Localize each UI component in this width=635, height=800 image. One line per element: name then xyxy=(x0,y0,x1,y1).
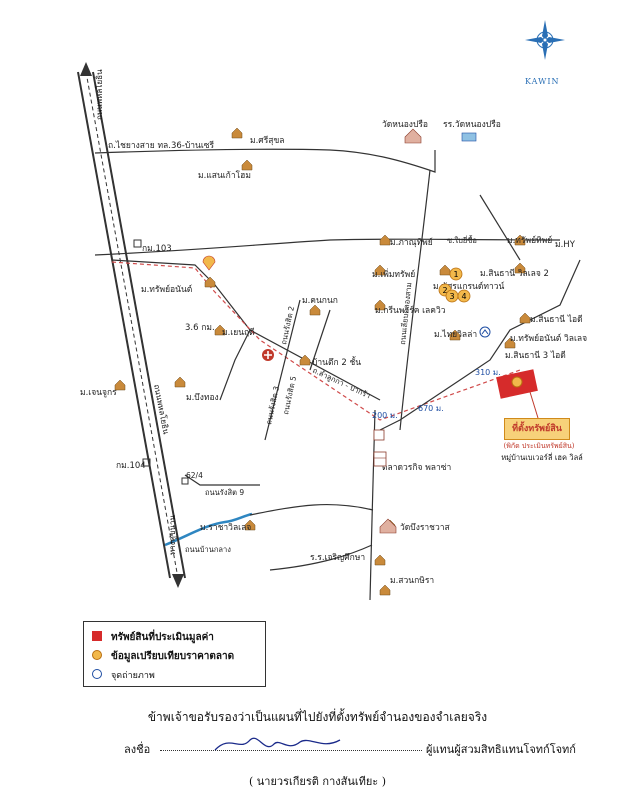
label-m-suan-kaset: ม.สวนกษิรา xyxy=(390,576,434,586)
distance-200: 200 ม. xyxy=(372,411,398,420)
label-m-sinthani-3: ม.สินธานี 3 ไอดี xyxy=(505,350,566,361)
subject-pointer xyxy=(529,391,539,419)
signer-name: ( นายวรเกียรติ กางสันเทียะ ) xyxy=(248,775,387,788)
rangsit-9-label: ถนนรังสิต 9 xyxy=(205,488,244,497)
comparable-3: 3 xyxy=(449,292,454,301)
sign-role: ผู้แทนผู้สวมสิทธิแทนโจทก์โจทก์ xyxy=(426,743,576,756)
label-m-thai-villa: ม.ไทยวิลล่า xyxy=(434,329,477,340)
certification-statement: ข้าพเจ้าขอรับรองว่าเป็นแผนที่ไปยังที่ตั้… xyxy=(147,710,488,724)
distance-670: 670 ม. xyxy=(418,404,444,413)
comparable-4: 4 xyxy=(461,292,466,301)
school-icon xyxy=(461,132,477,142)
sign-dots xyxy=(160,750,422,751)
label-m-sap-thanon: ม.ทรัพย์อนันต์ xyxy=(141,284,192,295)
km103-marker xyxy=(133,239,142,248)
label-market: ตลาดวรกิจ พลาซ่า xyxy=(382,463,451,473)
comparable-2: 2 xyxy=(442,286,447,295)
label-m-chanchao: ม.เจนจูกร xyxy=(80,388,117,398)
km104-label: กม.104 xyxy=(116,461,146,471)
km-36-label: 3.6 กม. xyxy=(185,323,215,333)
comparable-circle-icon xyxy=(92,650,102,660)
label-wat-nong-pruea: วัดหนองปรือ xyxy=(382,119,428,130)
label-m-kanok: ม.คนกนก xyxy=(302,296,338,306)
lam-luk-ka-label: ถ.ลำลูกกา - ปากร้า xyxy=(311,366,372,401)
km104-marker xyxy=(142,458,151,467)
label-m-saen-kham: ม.แสนเก้าโฮม xyxy=(198,170,251,181)
map-legend: ทรัพย์สินที่ประเมินมูลค่า ข้อมูลเปรียบเท… xyxy=(83,621,266,687)
label-school-roeng: ร.ร.เจริญศึกษา xyxy=(310,553,365,563)
rangsit-5-label: ถนนรังสิต 5 xyxy=(281,375,298,415)
ban-klang-label: ถนนบ้านกลาง xyxy=(185,545,231,554)
label-m-hy: ม.HY xyxy=(555,240,576,250)
photo-point-icon xyxy=(479,326,491,338)
building-icon xyxy=(373,429,385,441)
label-wat-bung: วัดบึงราชวาส xyxy=(400,523,450,533)
road-chai-ngam-label: ถ.ไชยางสาย ทล.36-บ้านเซรี xyxy=(108,140,214,151)
hospital-icon xyxy=(262,349,274,361)
frontage-label: ทางคู่ขนาน xyxy=(168,515,178,555)
brand-logo: KAWIN xyxy=(525,77,560,86)
highway xyxy=(77,62,186,588)
label-m-sinthani-office: ม.สินธานี ไอดี xyxy=(530,314,583,325)
soi-62-4-label: 62/4 xyxy=(186,471,203,480)
label-m-raja-village: ม.ราชาวิลเลจ xyxy=(200,523,251,533)
subject-marker xyxy=(511,376,523,388)
target-village: หมู่บ้านเบเวอร์ลี่ เฮค วิลล์ xyxy=(501,453,583,462)
label-m-phanuthip: ม.ภาณุทิพย์ xyxy=(390,237,433,248)
temple-icon-2 xyxy=(379,518,397,534)
label-ban-tuek: บ้านตึก 2 ชั้น xyxy=(312,356,361,368)
label-m-thapsap: ม.ทัศรแกรนด์ทาวน์ xyxy=(433,281,505,292)
target-note: (พิกัด ประเมินทรัพย์สิน) xyxy=(503,442,575,450)
label-m-phumsap: ม.เพิ่มทรัพย์ xyxy=(372,268,415,280)
sign-prefix: ลงชื่อ xyxy=(124,743,151,756)
subject-square-icon xyxy=(92,631,102,641)
km103-label: กม.103 xyxy=(142,244,172,254)
label-m-green-park: ม.กรีนพาร์ค เลควิว xyxy=(375,305,446,316)
highway-label: ถนนพหลโยธิน xyxy=(94,69,104,120)
road-bai-yi-sue xyxy=(94,238,561,256)
soi-marker xyxy=(181,477,189,485)
market-icon xyxy=(373,451,387,467)
comparable-1: 1 xyxy=(453,270,458,279)
label-m-sinthani-2: ม.สินธานี วิลเลจ 2 xyxy=(480,268,549,279)
canal xyxy=(164,512,253,547)
gas-station-icon xyxy=(202,255,216,271)
rangsit-3-label: ถนนรังสิต 3 xyxy=(264,385,281,425)
label-school-nong-pruea: รร.วัดหนองปรือ xyxy=(443,119,501,130)
road-local-main xyxy=(399,169,431,431)
label-m-yen-ruedee: ม.เยนฤดี xyxy=(222,327,255,338)
soi-bai-yi-sue-label: ซ.ใบยี่ซื้อ xyxy=(447,235,477,245)
label-m-sap-thip: ม.ทรัพย์ทิพย์ xyxy=(507,235,552,246)
signature-scribble xyxy=(214,737,341,751)
compass-icon xyxy=(525,20,565,60)
label-m-sri-sukhon: ม.ศรีสุขล xyxy=(250,135,284,146)
temple-icon xyxy=(404,128,422,144)
signature-line: ลงชื่อ ผู้แทนผู้สวมสิทธิแทนโจทก์โจทก์ xyxy=(100,737,576,758)
label-m-bung-thong: ม.บึงทอง xyxy=(186,393,219,403)
distance-310: 310 ม. xyxy=(475,368,501,377)
comparable-markers: 1 2 3 4 xyxy=(438,267,471,303)
photo-point-icon-legend xyxy=(92,669,102,679)
road-chai-ngam xyxy=(94,148,436,173)
target-label: ที่ตั้งทรัพย์สิน xyxy=(504,418,570,440)
label-m-sap-anan-village: ม.ทรัพย์อนันต์ วิลเลจ xyxy=(510,333,587,344)
village-icons xyxy=(114,127,531,596)
